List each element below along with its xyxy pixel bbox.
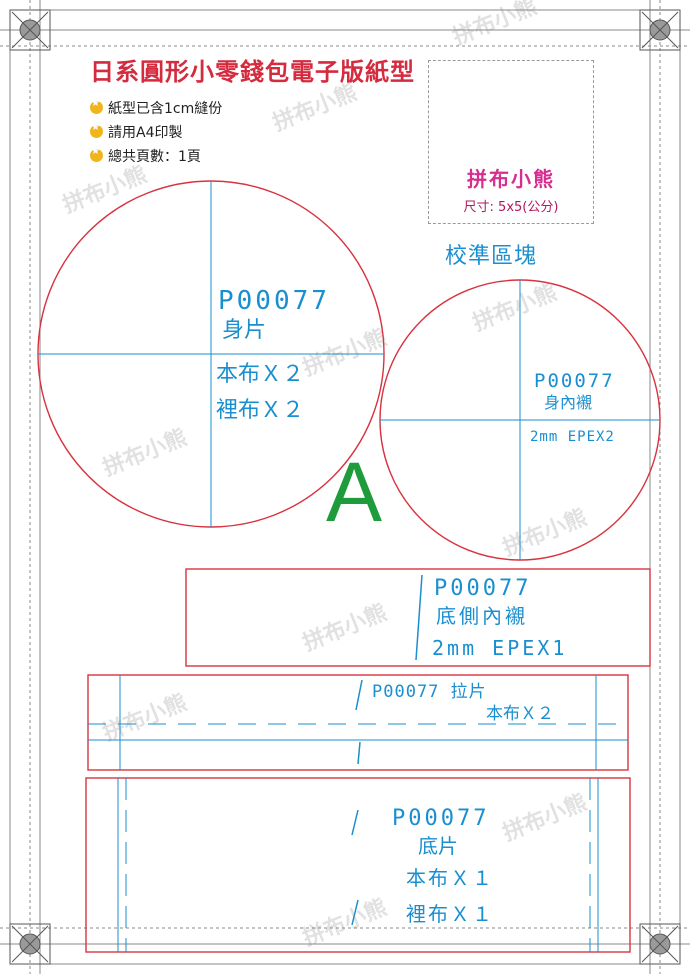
- page-title: 日系圓形小零錢包電子版紙型: [90, 58, 415, 86]
- note-text: 請用A4印製: [108, 125, 183, 141]
- body-piece-code: P00077: [218, 286, 330, 316]
- calibration-box: 拼布小熊 尺寸: 5x5(公分): [428, 60, 594, 224]
- star-icon: [90, 98, 103, 114]
- corner-mark-bottom-right: [639, 923, 681, 965]
- side-lining-piece: [185, 568, 651, 667]
- piece-letter: A: [326, 445, 383, 539]
- base-piece-qty-lining: 裡布Ｘ１: [406, 902, 494, 926]
- corner-mark-bottom-left: [9, 923, 51, 965]
- star-icon: [90, 146, 103, 162]
- tab-piece: [87, 674, 629, 771]
- body-piece-qty-lining: 裡布Ｘ２: [216, 398, 305, 423]
- note-item: 請用A4印製: [90, 122, 182, 142]
- note-text: 總共頁數：1頁: [108, 149, 201, 165]
- lining-piece-spec: 2mm EPEX2: [530, 429, 615, 445]
- side-piece-spec: 2mm EPEX1: [432, 636, 568, 660]
- note-text: 紙型已含1cm縫份: [108, 101, 223, 117]
- corner-mark-top-left: [9, 9, 51, 51]
- side-piece-code: P00077: [434, 576, 532, 601]
- body-piece: [37, 180, 385, 528]
- brand-name: 拼布小熊: [467, 167, 555, 191]
- lining-piece: [379, 279, 661, 561]
- tab-piece-name: 拉片: [450, 682, 487, 702]
- base-piece-name: 底片: [418, 834, 458, 858]
- note-item: 總共頁數：1頁: [90, 146, 201, 166]
- corner-mark-top-right: [639, 9, 681, 51]
- lining-piece-code: P00077: [534, 370, 615, 392]
- base-piece: [85, 777, 631, 953]
- note-item: 紙型已含1cm縫份: [90, 98, 222, 118]
- body-piece-qty-main: 本布Ｘ２: [216, 362, 305, 387]
- body-piece-name: 身片: [222, 318, 267, 343]
- star-icon: [90, 122, 103, 138]
- tab-piece-code: P00077 拉片: [372, 684, 487, 701]
- tab-piece-code-text: P00077: [372, 682, 440, 702]
- calibration-label: 校準區塊: [445, 244, 538, 269]
- tab-piece-qty: 本布Ｘ２: [486, 704, 554, 724]
- side-piece-name: 底側內襯: [436, 604, 528, 628]
- base-piece-qty-main: 本布Ｘ１: [406, 866, 494, 890]
- lining-piece-name: 身內襯: [544, 393, 593, 412]
- base-piece-code: P00077: [392, 806, 490, 831]
- calibration-size-label: 尺寸: 5x5(公分): [463, 200, 559, 215]
